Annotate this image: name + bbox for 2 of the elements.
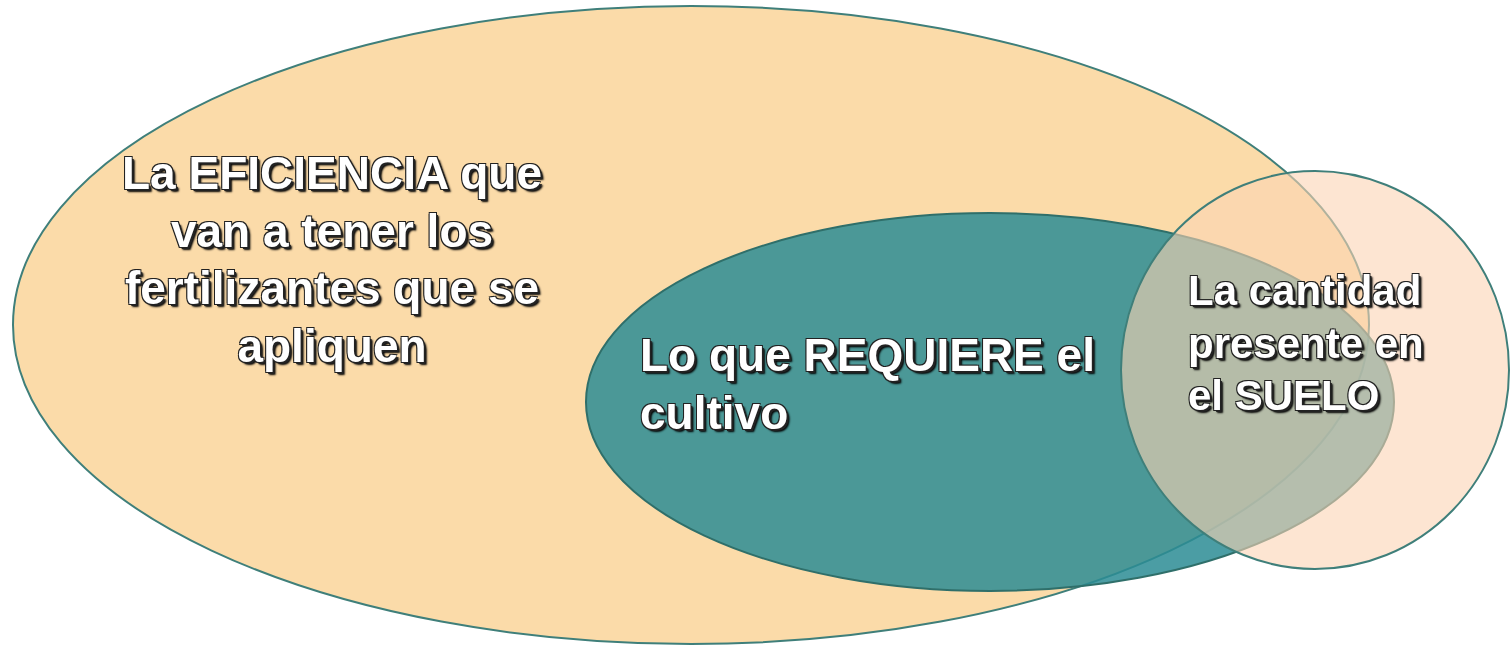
ellipse-label: Lo que REQUIERE el cultivo — [640, 328, 1096, 441]
ellipse-label: La EFICIENCIA que van a tener los fertilizantes que se apliquen — [121, 146, 543, 374]
